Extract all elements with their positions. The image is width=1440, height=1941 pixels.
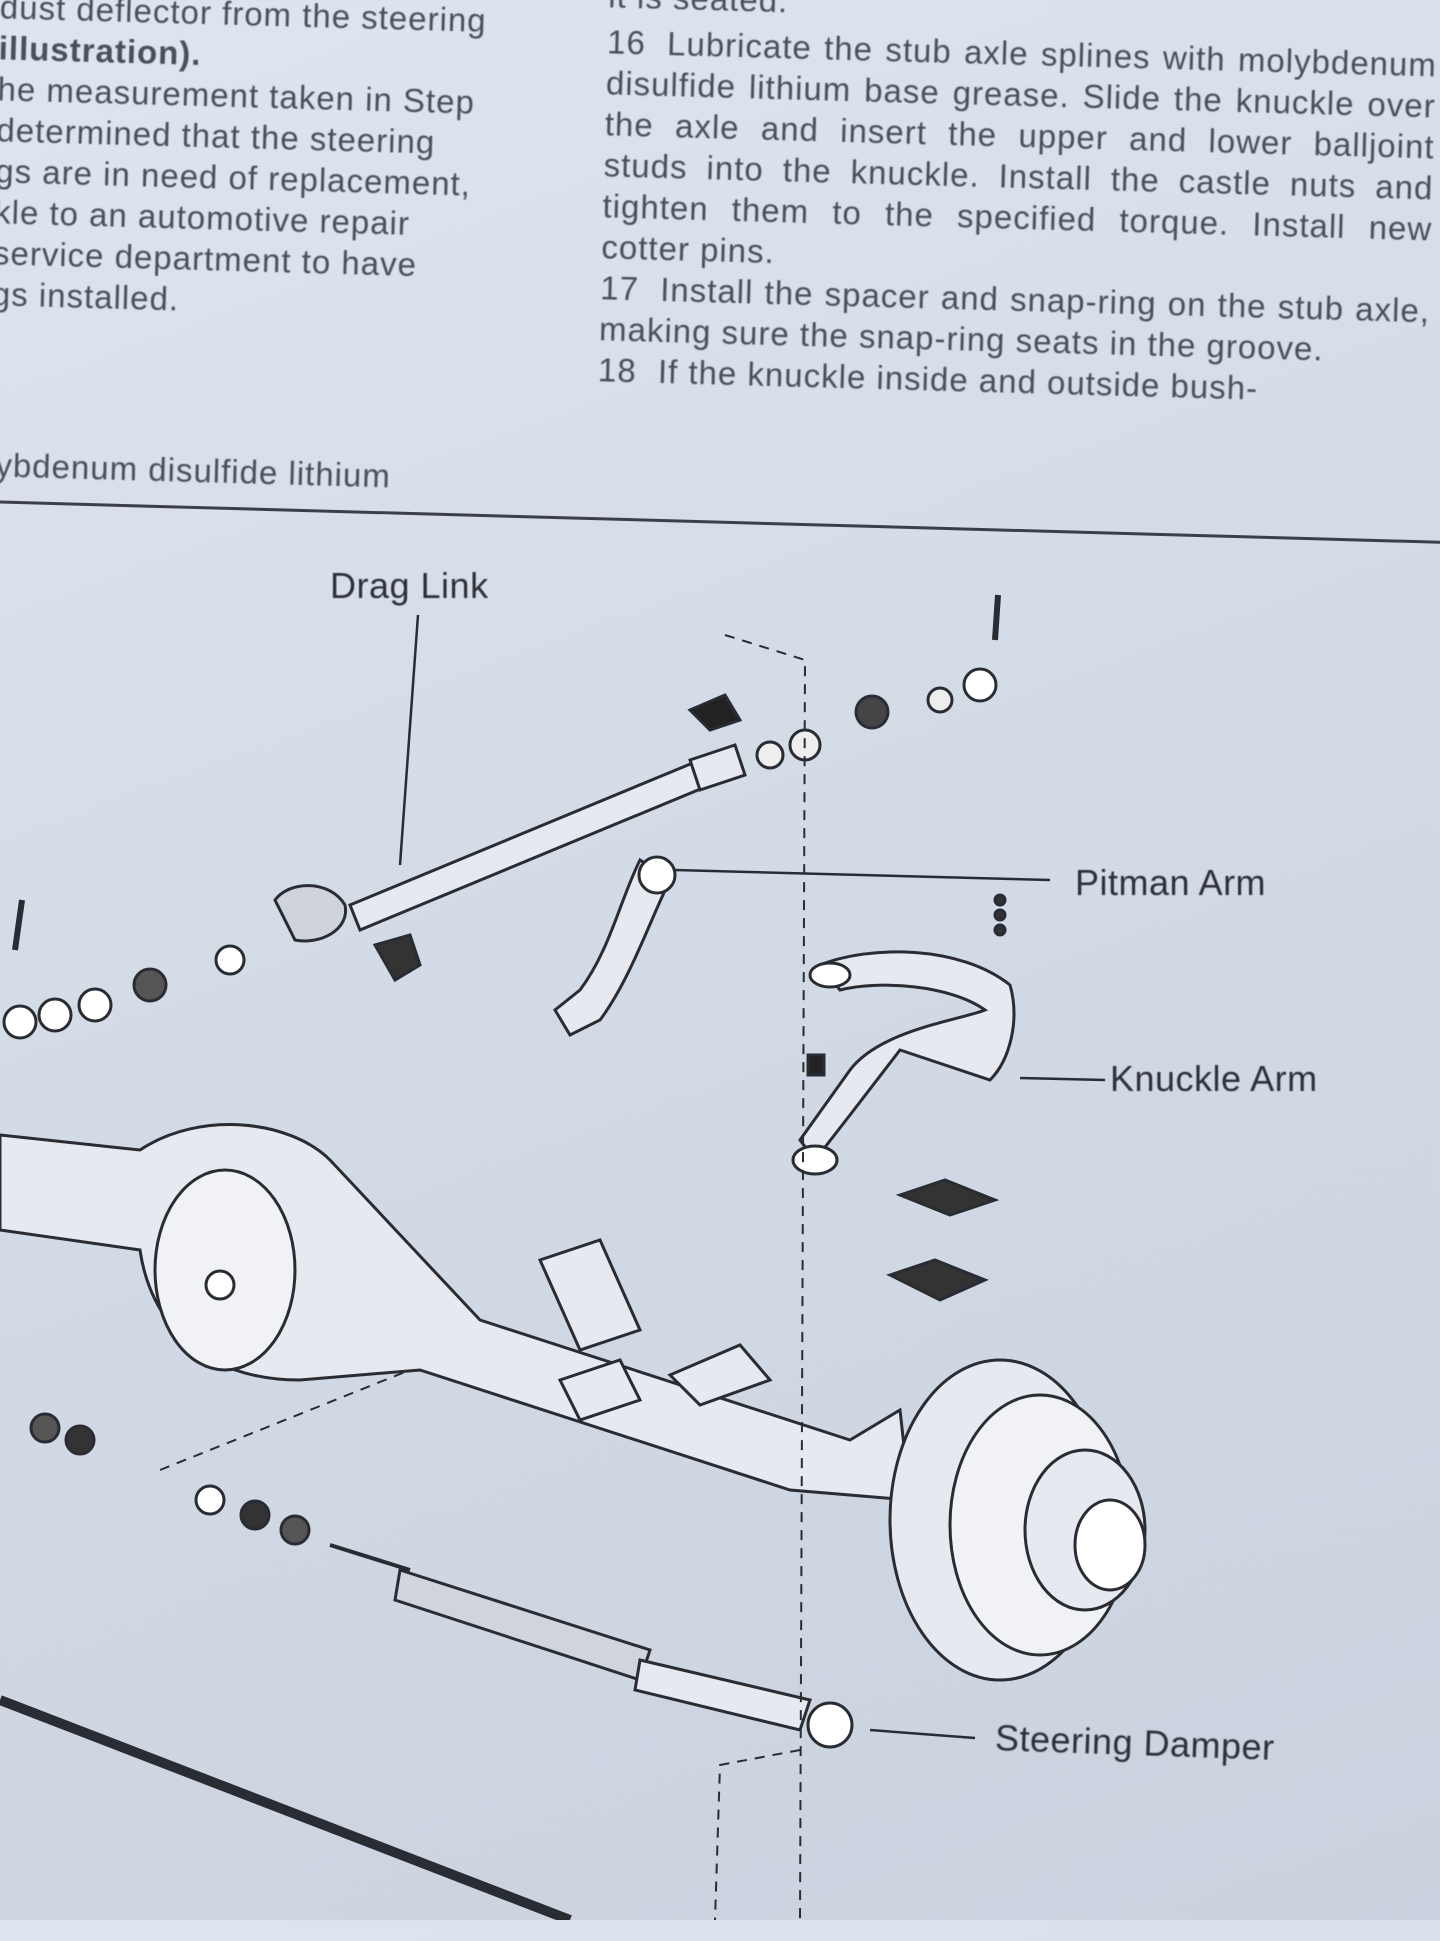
axle-housing	[0, 1123, 912, 1502]
alignment-lines	[159, 634, 807, 1920]
drag-link	[2, 594, 1001, 1040]
wheel-hub-disc	[888, 1358, 1147, 1682]
label-pitman-arm: Pitman Arm	[1075, 862, 1267, 903]
drag-link-leader	[398, 614, 420, 866]
pitman-arm	[553, 855, 1051, 1037]
label-knuckle-arm: Knuckle Arm	[1110, 1058, 1318, 1099]
knuckle-arm	[791, 893, 1106, 1302]
steering-damper	[0, 1412, 976, 1920]
label-drag-link: Drag Link	[330, 565, 489, 606]
